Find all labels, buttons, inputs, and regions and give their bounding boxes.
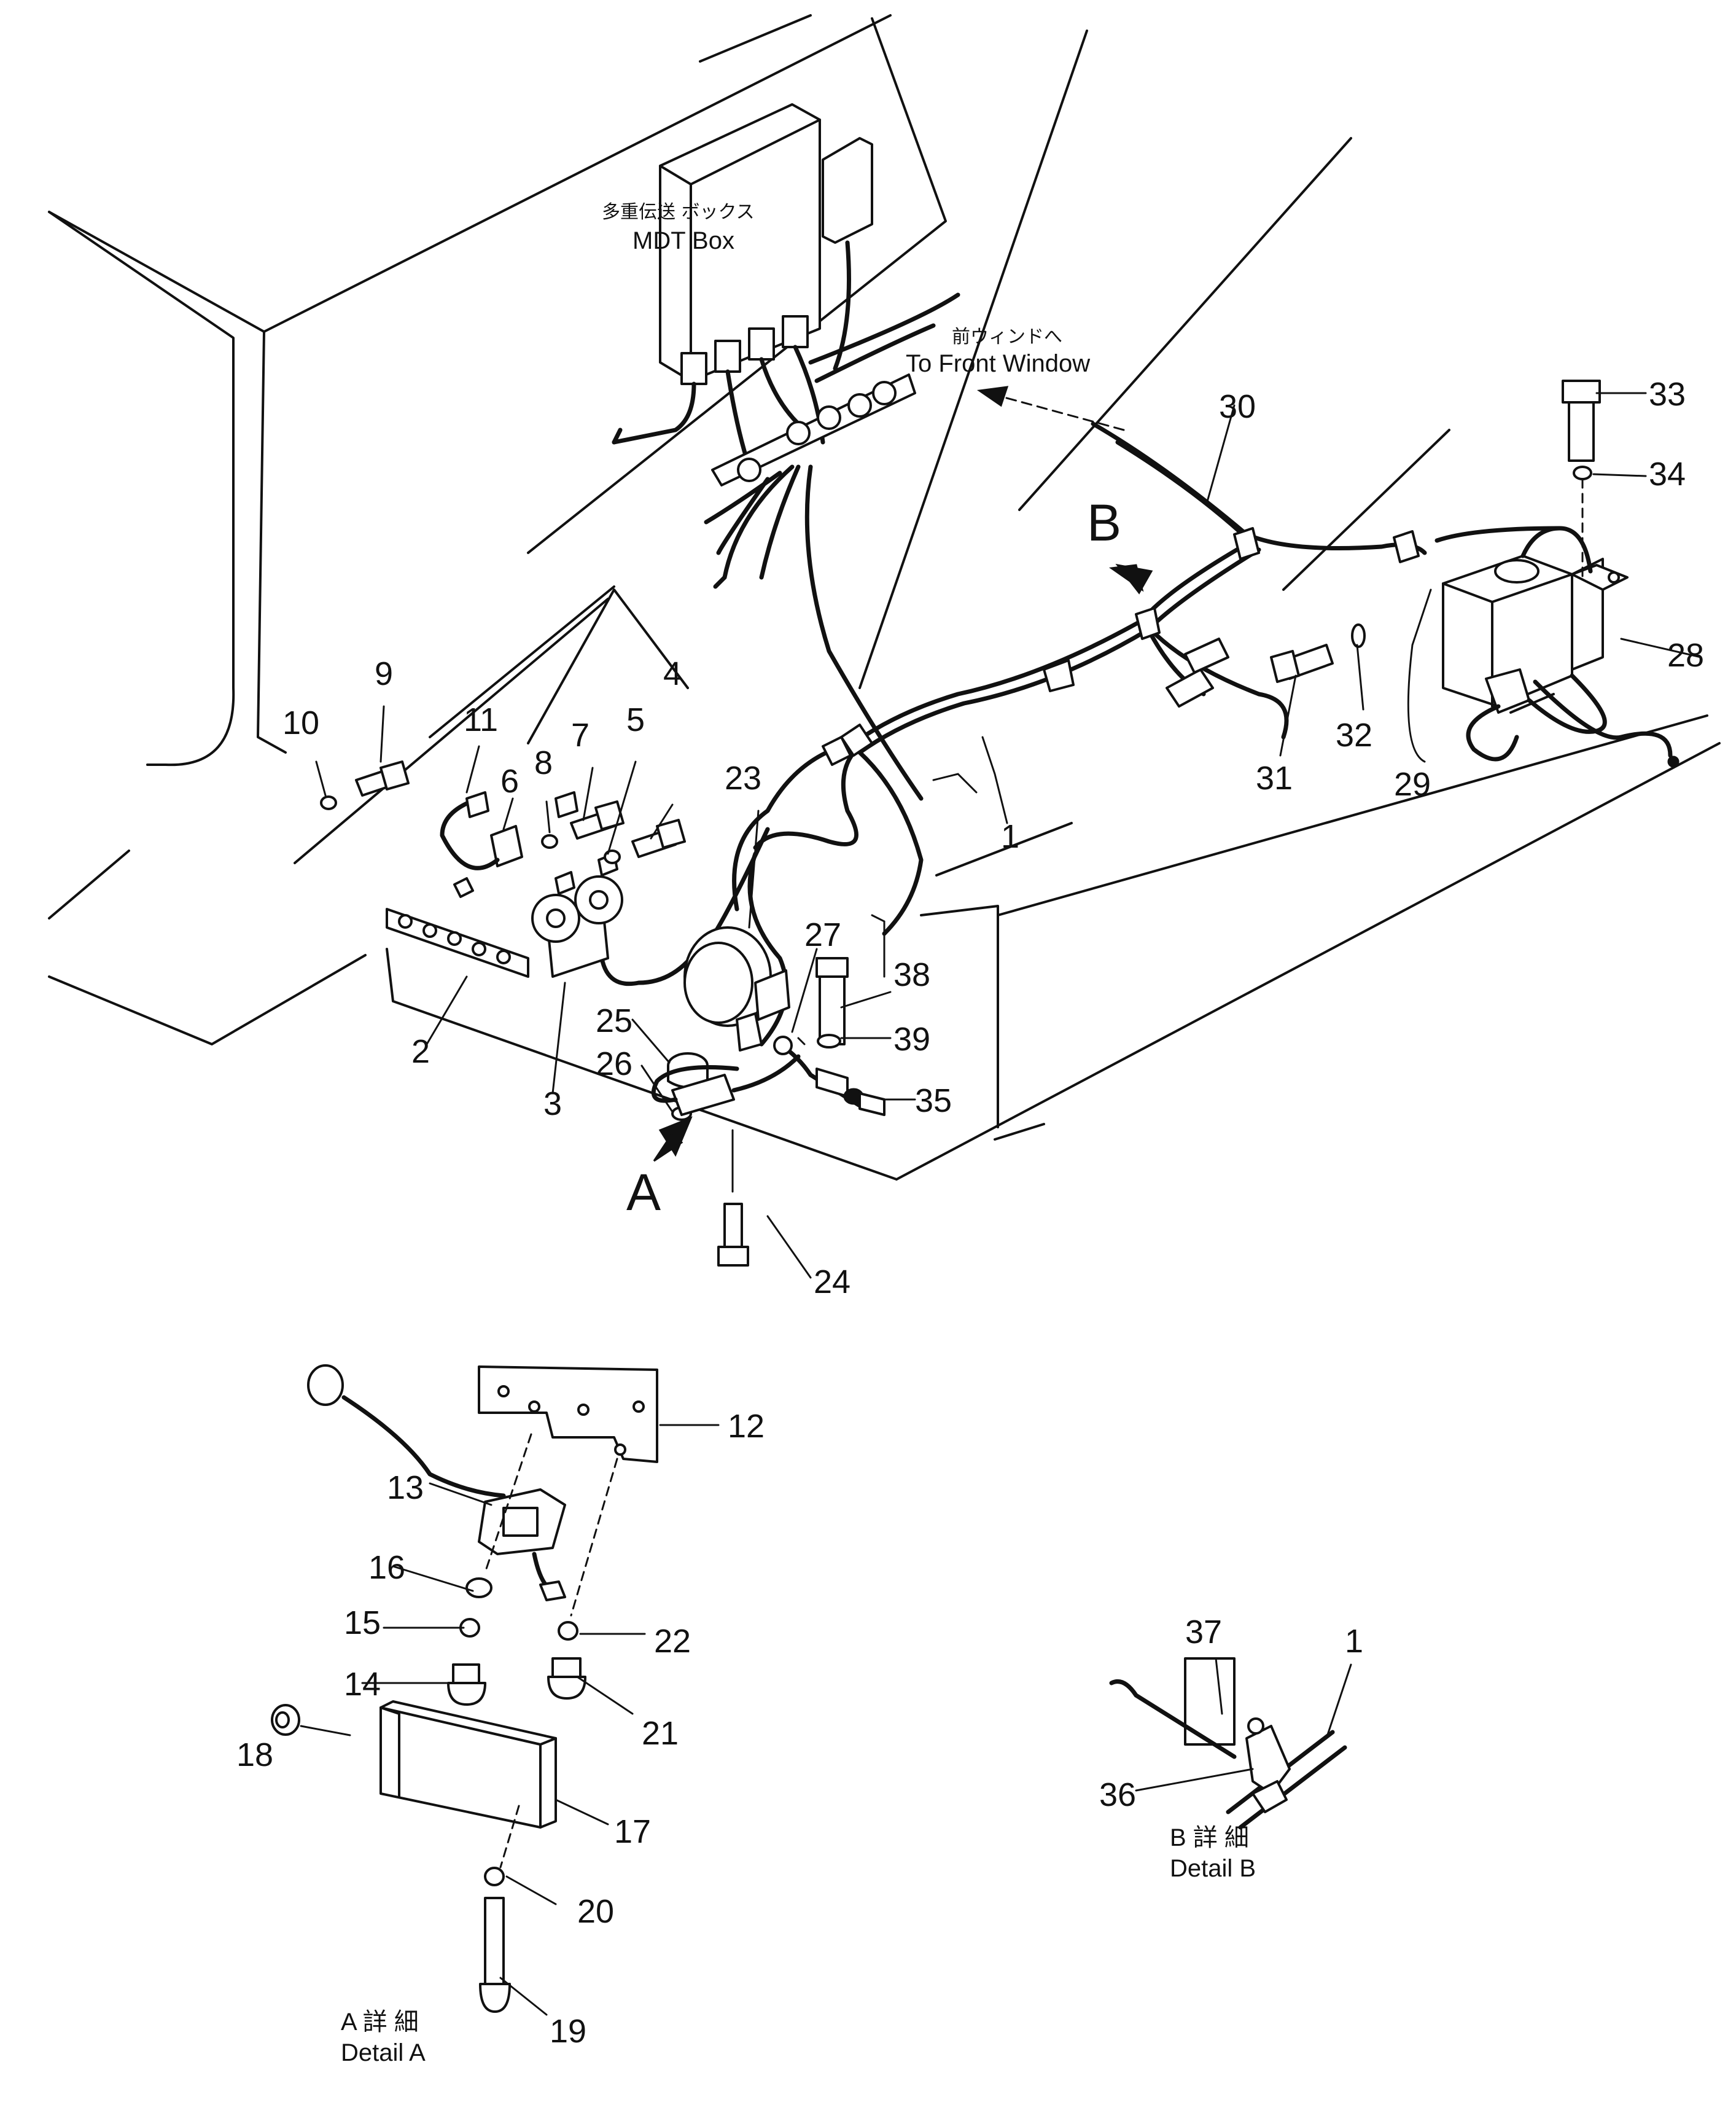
resistor-box <box>651 1054 801 1116</box>
callout-31: 31 <box>1256 760 1293 797</box>
callout-22: 22 <box>654 1623 691 1660</box>
callout-33: 33 <box>1649 376 1686 413</box>
callout-38: 38 <box>893 956 930 993</box>
view-a-label: A <box>626 1163 661 1221</box>
callout-6: 6 <box>500 763 519 800</box>
callout-3: 3 <box>543 1085 562 1122</box>
relay-parts <box>440 791 578 898</box>
callout-16: 16 <box>368 1549 405 1586</box>
bolts-38-39 <box>815 957 849 1049</box>
bolts-left <box>320 760 686 864</box>
callout-4: 4 <box>663 655 682 692</box>
callout-5: 5 <box>626 701 645 738</box>
mdt-box-label: MDT Box <box>633 227 734 254</box>
callout-28: 28 <box>1667 637 1704 674</box>
callout-9: 9 <box>375 655 393 692</box>
callout-27: 27 <box>804 916 841 953</box>
mdt-box <box>612 103 960 801</box>
detail-b-label: Detail B <box>1170 1855 1256 1882</box>
callout-1: 1 <box>1001 818 1019 855</box>
callout-15: 15 <box>344 1604 381 1641</box>
arrow-to-front-window <box>976 386 1009 407</box>
bolts-right <box>1270 380 1601 683</box>
leader-lines <box>300 392 1702 2016</box>
front-window-label: To Front Window <box>906 350 1090 377</box>
callout-19: 19 <box>550 2013 586 2050</box>
detail-b <box>1109 1657 1347 1830</box>
mdt-box-label-jp: 多重伝送 ボックス <box>602 201 755 223</box>
callout-23: 23 <box>725 760 761 797</box>
callout-14: 14 <box>344 1666 381 1703</box>
view-arrow-a <box>653 1116 693 1162</box>
mdt-connectors <box>680 315 809 385</box>
callout-12: 12 <box>728 1408 765 1445</box>
callout-24: 24 <box>814 1263 850 1300</box>
callout-13: 13 <box>387 1469 424 1506</box>
callout-20: 20 <box>577 1893 614 1930</box>
detail-a-label-jp: A 詳 細 <box>341 2009 419 2036</box>
front-window-label-jp: 前ウィンドへ <box>952 326 1062 348</box>
callout-2: 2 <box>411 1033 430 1070</box>
view-b-label: B <box>1087 494 1121 552</box>
main-harness <box>599 421 1427 1047</box>
detail-b-label-jp: B 詳 細 <box>1170 1824 1249 1851</box>
cab-frame-outline <box>48 14 1721 1181</box>
callout-1-detail: 1 <box>1345 1623 1363 1660</box>
callout-17: 17 <box>614 1813 651 1850</box>
horn-assembly <box>531 853 623 978</box>
callout-30: 30 <box>1219 388 1256 425</box>
callout-numbers: 1 1 2 3 4 5 6 7 8 9 10 11 12 13 14 15 16… <box>236 376 1704 2050</box>
switch-panel <box>386 908 529 978</box>
callout-8: 8 <box>534 744 553 781</box>
connector-35 <box>773 1036 886 1116</box>
detail-a-label: Detail A <box>341 2039 426 2066</box>
washer-tank <box>1442 526 1680 768</box>
detail-a <box>271 1364 658 2013</box>
work-lamp <box>683 926 790 1052</box>
callout-18: 18 <box>236 1736 273 1773</box>
callout-34: 34 <box>1649 456 1686 493</box>
callout-37: 37 <box>1185 1614 1222 1650</box>
callout-21: 21 <box>642 1715 679 1752</box>
callout-35: 35 <box>915 1082 952 1119</box>
callout-29: 29 <box>1394 766 1431 803</box>
callout-7: 7 <box>571 717 590 754</box>
callout-11: 11 <box>464 701 498 738</box>
callout-10: 10 <box>282 705 319 741</box>
callout-36: 36 <box>1099 1776 1136 1813</box>
bolt-24 <box>717 1129 749 1267</box>
callout-32: 32 <box>1336 717 1372 754</box>
callout-26: 26 <box>596 1045 633 1082</box>
callout-39: 39 <box>893 1021 930 1058</box>
tank-bracket <box>1434 526 1629 671</box>
callout-25: 25 <box>596 1002 633 1039</box>
view-arrow-b <box>1108 563 1153 595</box>
